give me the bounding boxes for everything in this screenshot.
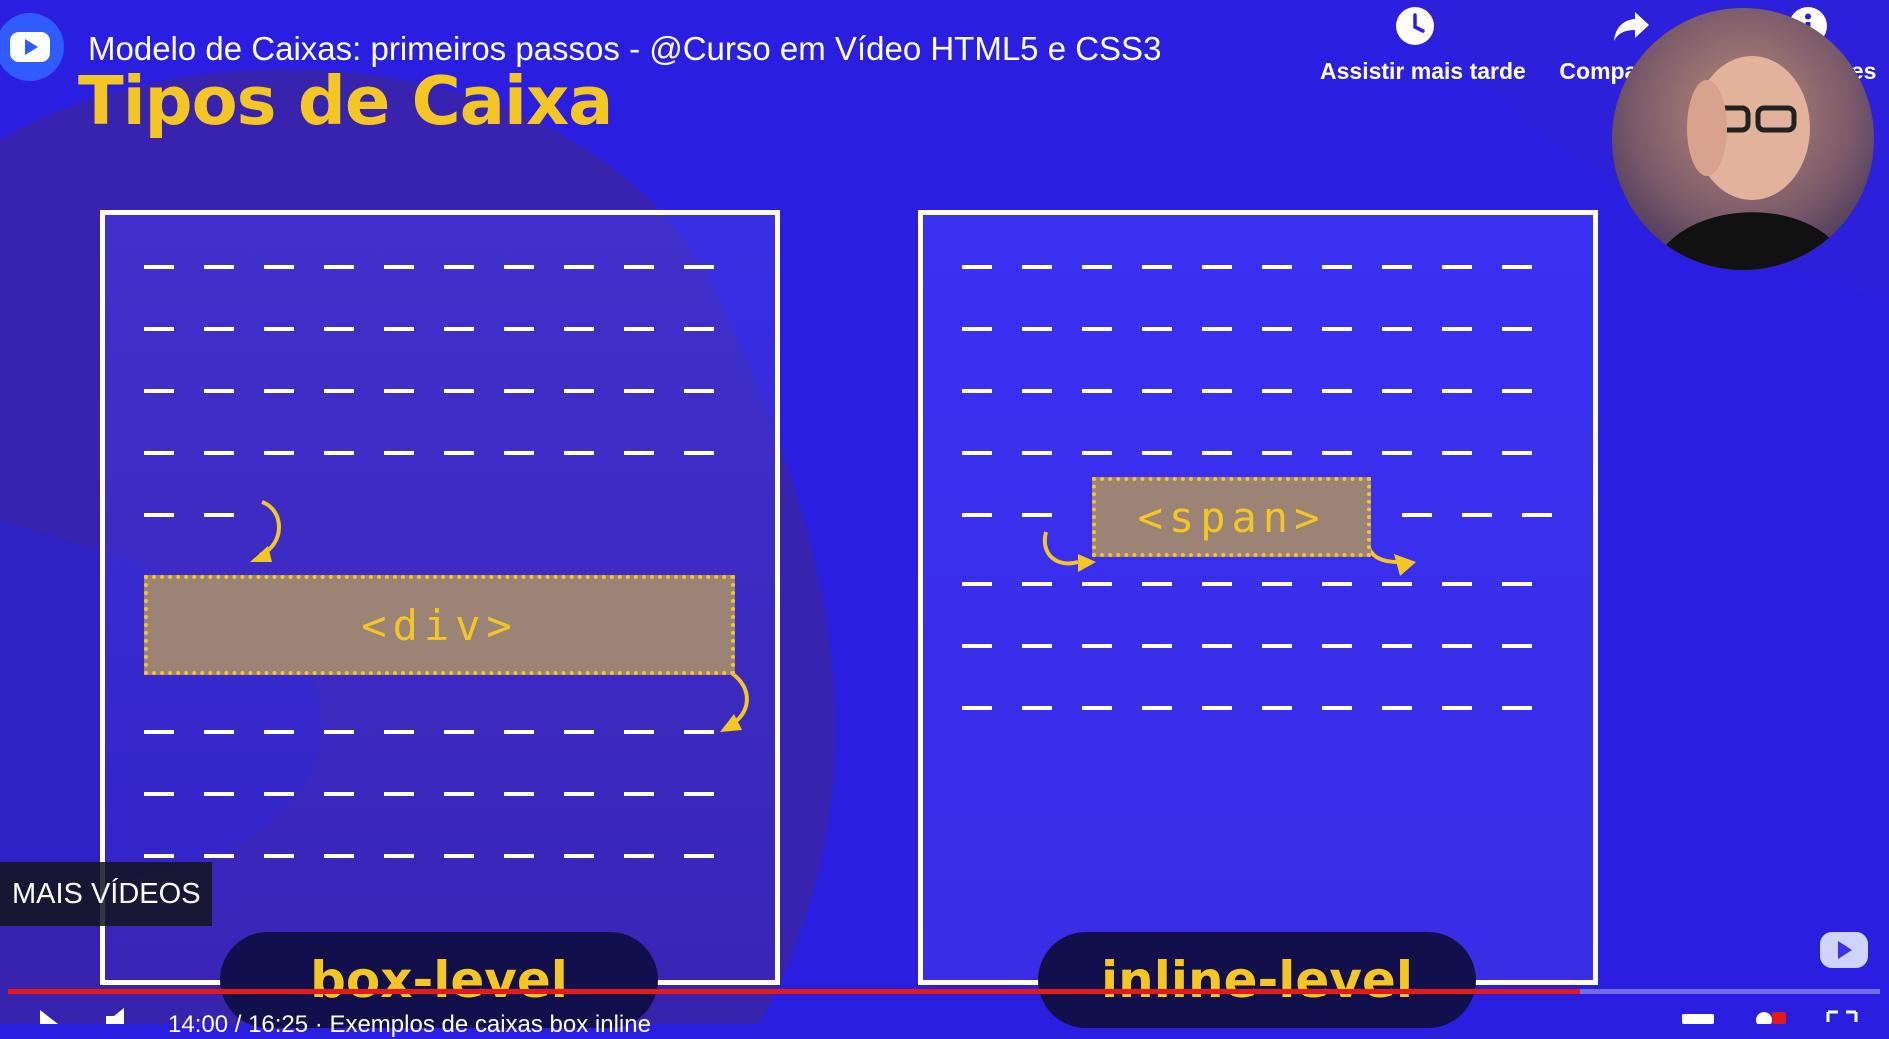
span-element-box: <span> — [1092, 477, 1371, 557]
inline-level-panel — [918, 210, 1598, 985]
settings-icon[interactable] — [1752, 1008, 1788, 1024]
progress-played — [8, 989, 1581, 994]
video-title[interactable]: Modelo de Caixas: primeiros passos - @Cu… — [88, 30, 1162, 67]
subtitles-icon[interactable] — [1680, 1012, 1716, 1024]
channel-watermark-icon[interactable] — [1818, 928, 1870, 972]
clock-icon — [1396, 7, 1434, 45]
play-icon[interactable] — [36, 1008, 66, 1024]
slide-heading: Tipos de Caixa — [78, 62, 613, 140]
inline-level-dashes — [962, 265, 1552, 710]
share-arrow-icon — [1614, 12, 1649, 41]
presenter-webcam — [1612, 8, 1874, 270]
box-level-dashes — [144, 265, 749, 858]
fullscreen-icon[interactable] — [1824, 1008, 1860, 1024]
progress-bar[interactable] — [8, 989, 1880, 994]
channel-logo-icon[interactable] — [0, 8, 66, 86]
inline-level-label: inline-level — [1038, 932, 1476, 1028]
box-level-label: box-level — [220, 932, 658, 1028]
watch-later-button[interactable]: Assistir mais tarde — [1320, 6, 1526, 85]
time-display: 14:00 / 16:25 · Exemplos de caixas box i… — [168, 1011, 651, 1038]
volume-icon[interactable] — [104, 1008, 140, 1024]
watch-later-label: Assistir mais tarde — [1320, 58, 1526, 84]
more-videos-button[interactable]: MAIS VÍDEOS — [0, 862, 212, 926]
div-element-box: <div> — [144, 575, 735, 675]
